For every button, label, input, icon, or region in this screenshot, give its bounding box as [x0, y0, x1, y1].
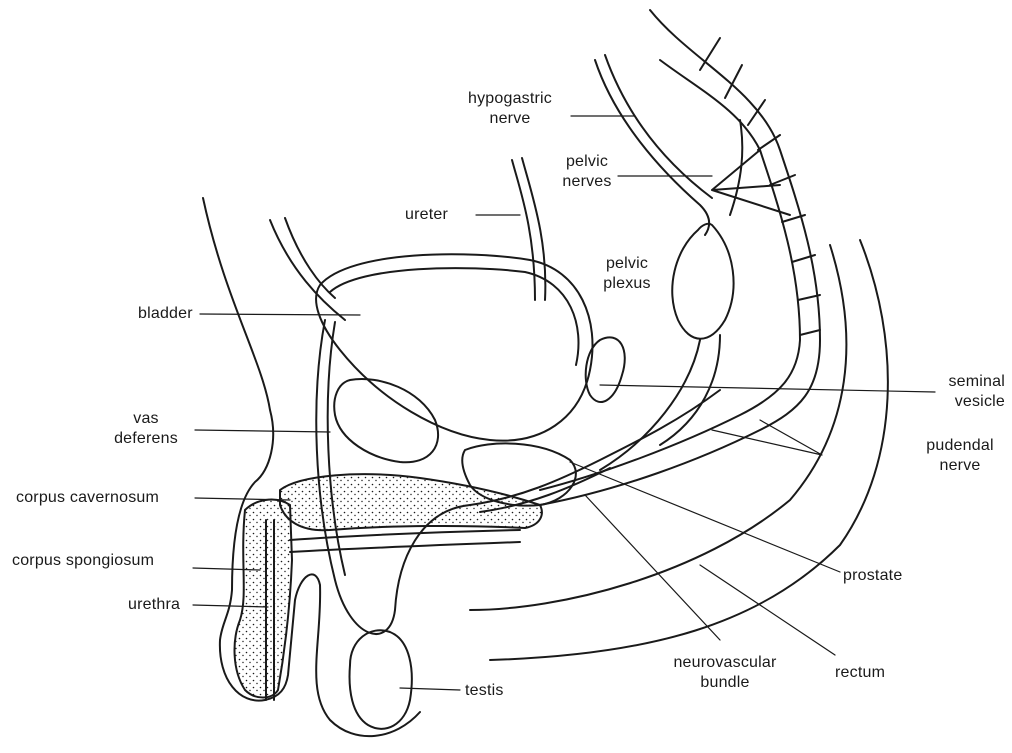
label-rectum: rectum: [835, 663, 885, 683]
label-corpus-spongiosum: corpus spongiosum: [12, 551, 154, 571]
hypogastric-nerve-line: [595, 60, 709, 235]
seminal-vesicle: [586, 337, 625, 402]
label-hypogastric-nerve: hypogastric nerve: [455, 89, 565, 129]
label-pudendal-nerve: pudendal nerve: [920, 436, 1000, 476]
leader-lines: [193, 116, 935, 690]
label-neurovascular-bundle: neurovascular bundle: [665, 653, 785, 693]
label-ureter: ureter: [405, 205, 448, 225]
label-prostate: prostate: [843, 566, 902, 586]
corpus-spongiosum: [235, 500, 292, 698]
label-pelvic-nerves: pelvic nerves: [552, 152, 622, 192]
corpus-cavernosum: [280, 474, 542, 530]
rectum-inner: [540, 60, 800, 490]
label-bladder: bladder: [138, 304, 193, 324]
label-testis: testis: [465, 681, 504, 701]
label-urethra: urethra: [128, 595, 180, 615]
label-vas-deferens: vas deferens: [106, 409, 186, 449]
testis: [350, 630, 412, 729]
label-pelvic-plexus: pelvic plexus: [592, 254, 662, 294]
pubic-bone: [334, 379, 438, 462]
neurovascular-bundle: [470, 390, 720, 505]
ureter: [512, 160, 535, 300]
label-corpus-cavernosum: corpus cavernosum: [16, 488, 159, 508]
pelvic-plexus: [672, 224, 733, 339]
label-seminal-vesicle: seminal vesicle: [925, 372, 1005, 412]
